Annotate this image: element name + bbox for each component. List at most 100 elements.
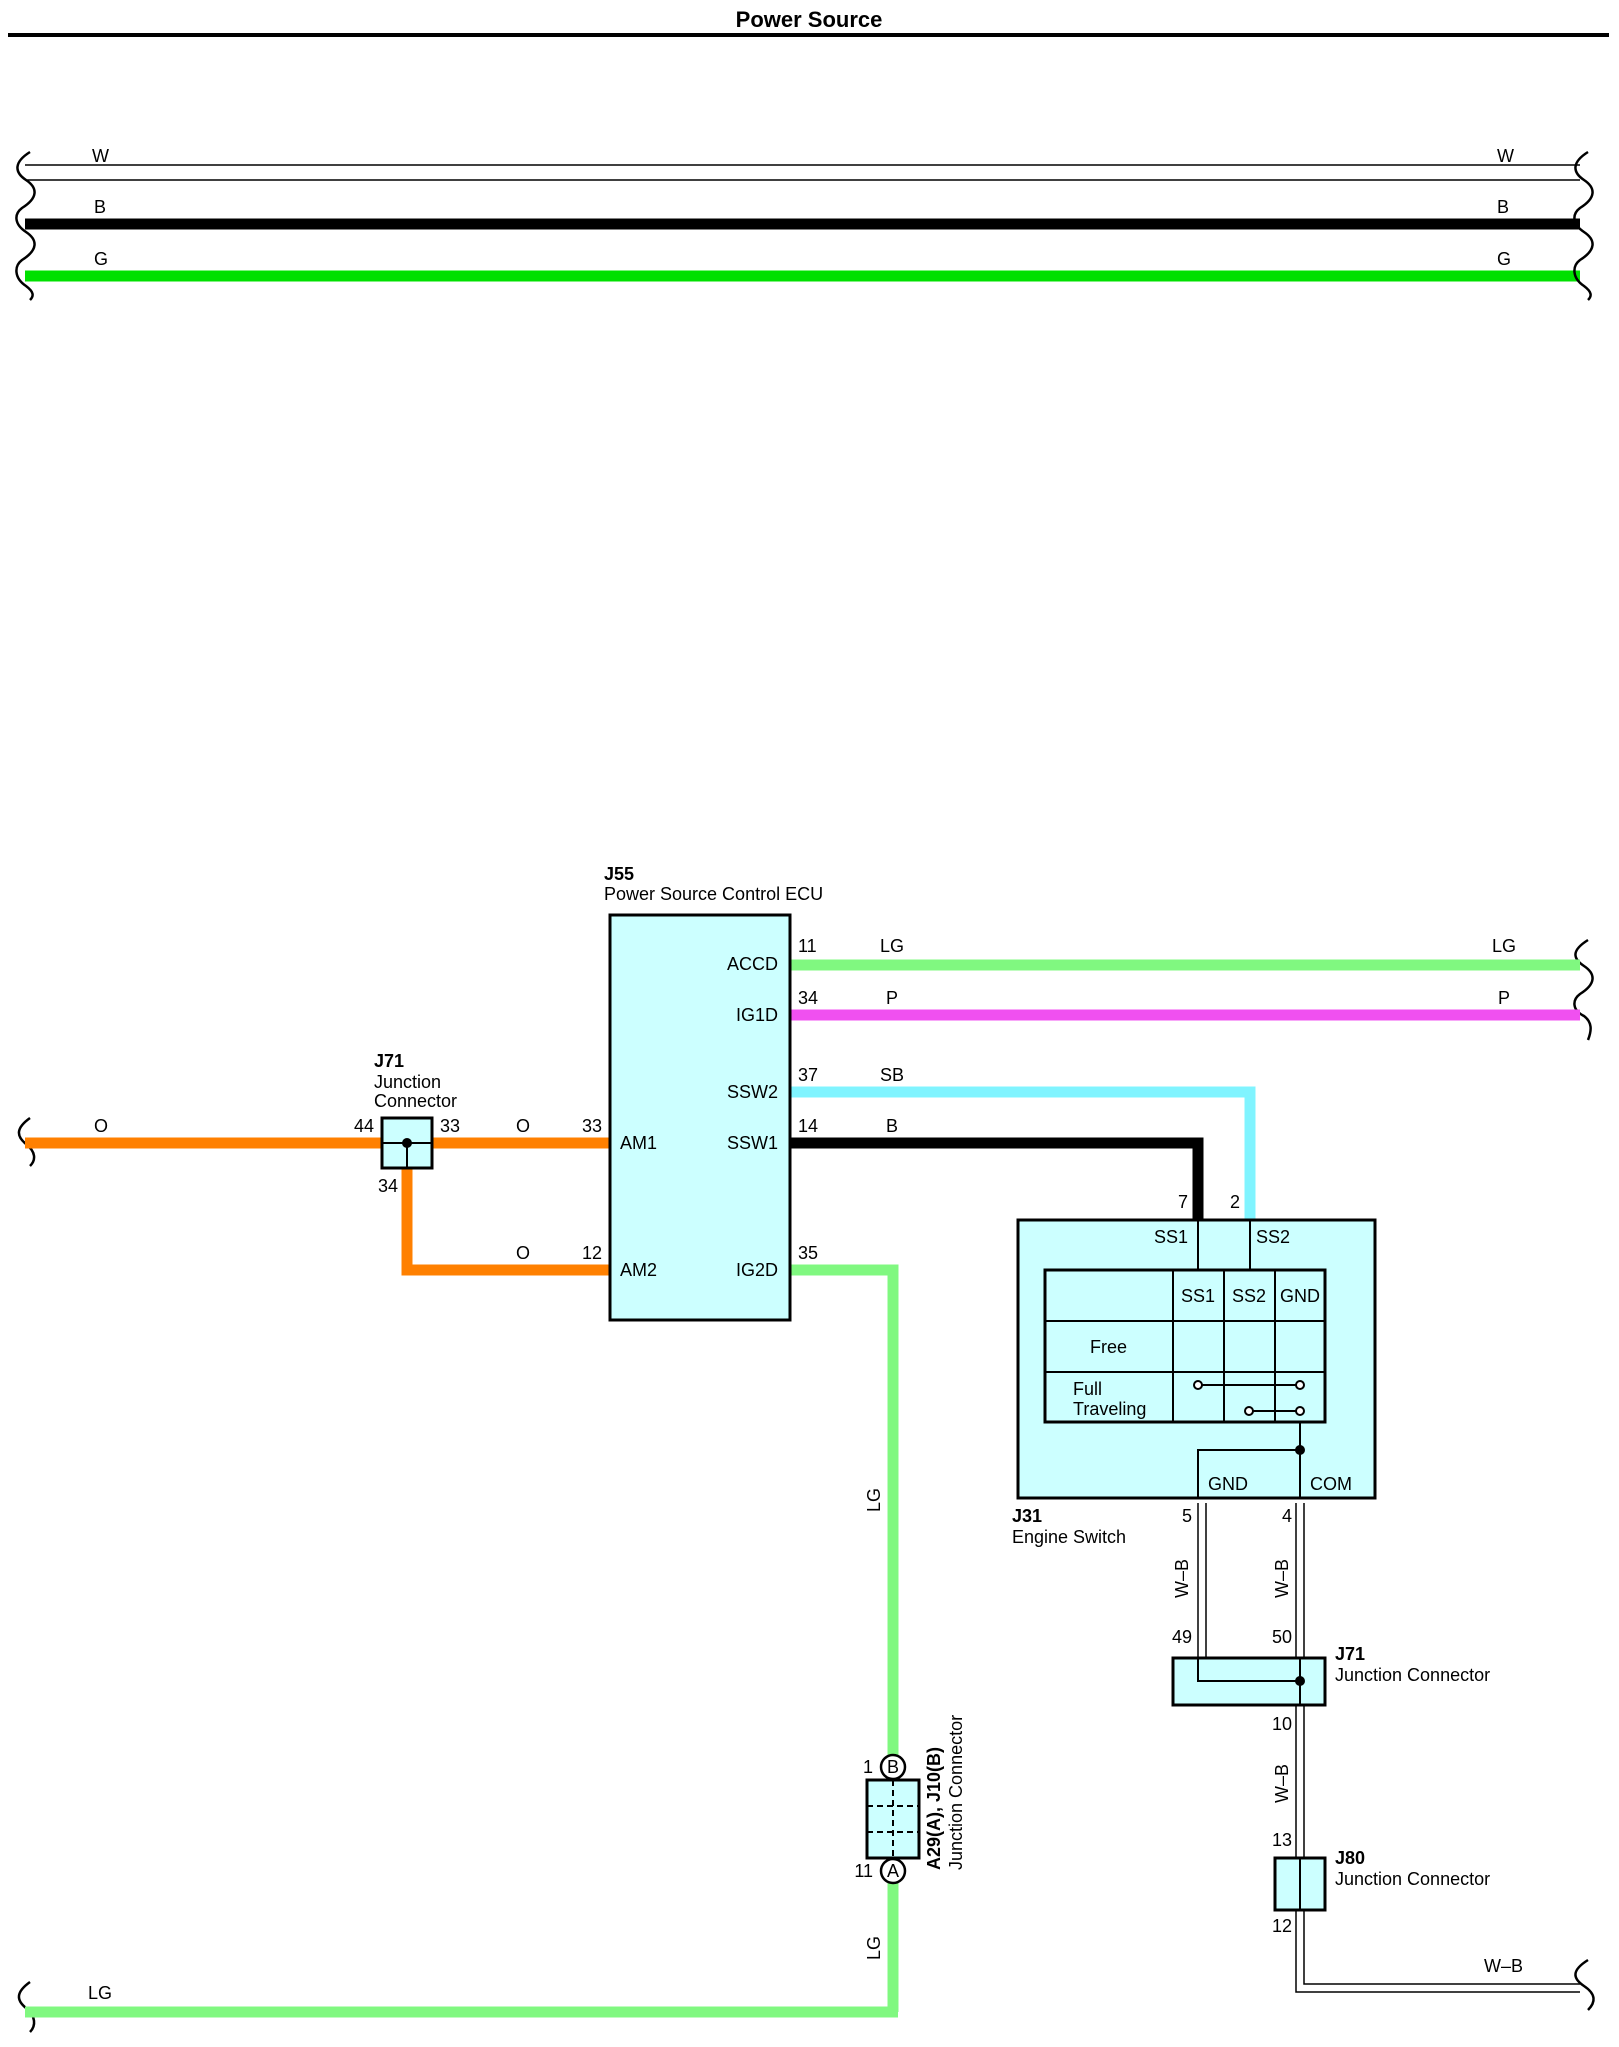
page-title: Power Source (736, 7, 883, 32)
ecu-pinnum-accd: 11 (798, 936, 817, 956)
j80-pin-out: 12 (1272, 1916, 1292, 1936)
wire-ssw2 (790, 1086, 1256, 1220)
top-wire-green-right-label: G (1497, 249, 1511, 269)
ecu-pinnum-ig2d: 35 (798, 1243, 818, 1263)
ecu-pin-accd: ACCD (727, 954, 778, 974)
j71-right-code: J71 (1335, 1644, 1365, 1664)
j80-pin-in: 13 (1272, 1830, 1292, 1850)
ecu-j55-box (608, 913, 792, 1322)
break-mark-right-accd (1573, 938, 1594, 1041)
wire-label-accd-left: LG (880, 936, 904, 956)
top-wire-white-left-label: W (92, 146, 109, 166)
wire-label-j71-wb: W–B (1272, 1764, 1292, 1803)
wire-label-lg-bottom: LG (88, 1983, 112, 2003)
engine-switch-row-full-1: Full (1073, 1379, 1102, 1399)
top-wire-black-right-label: B (1497, 197, 1509, 217)
engine-switch-pin-com: 4 (1282, 1506, 1292, 1526)
title-rule (8, 33, 1609, 37)
ecu-j55-name: Power Source Control ECU (604, 884, 823, 904)
a29-letter-top: B (887, 1757, 899, 1777)
j71-right-pin-a: 49 (1172, 1627, 1192, 1647)
a29-pin-top: 1 (863, 1757, 873, 1777)
ecu-pinnum-ssw1: 14 (798, 1116, 818, 1136)
wire-label-accd-right: LG (1492, 936, 1516, 956)
top-wire-black-left-label: B (94, 197, 106, 217)
wire-label-bottom-wb: W–B (1484, 1956, 1523, 1976)
top-wire-green-left-label: G (94, 249, 108, 269)
wire-label-ssw2: SB (880, 1065, 904, 1085)
wire-label-com-wb: W–B (1272, 1559, 1292, 1598)
engine-switch-continuity-ss1-gnd (1193, 1380, 1305, 1390)
engine-switch-name: Engine Switch (1012, 1527, 1126, 1547)
ecu-pin-ssw2: SSW2 (727, 1082, 778, 1102)
ecu-pin-ssw1: SSW1 (727, 1133, 778, 1153)
wire-orange-am2 (401, 1168, 610, 1276)
ecu-j55-code: J55 (604, 864, 634, 884)
break-mark-right-top (1573, 150, 1594, 301)
engine-switch-bottom-gnd: GND (1208, 1474, 1248, 1494)
j71-right-pin-b: 50 (1272, 1627, 1292, 1647)
wire-bottom-wb (1295, 1910, 1580, 1993)
wire-j71-j80-wb (1295, 1705, 1305, 1858)
j71-left-splice-dot (402, 1138, 412, 1148)
wire-label-gnd-wb: W–B (1172, 1559, 1192, 1598)
engine-switch-pin-gnd: 5 (1182, 1506, 1192, 1526)
top-wire-white (25, 164, 1580, 181)
j71-right-splice-dot (1295, 1676, 1305, 1686)
j80-name: Junction Connector (1335, 1869, 1490, 1889)
a29-pin-bottom: 11 (854, 1861, 873, 1881)
wire-label-ig1d-left: P (886, 988, 898, 1008)
engine-switch-header-gnd: GND (1280, 1286, 1320, 1306)
engine-switch-top-ss2: SS2 (1256, 1227, 1290, 1247)
ecu-pinnum-am2: 12 (582, 1243, 602, 1263)
engine-switch-pin-ss1: 7 (1178, 1192, 1188, 1212)
j71-left-code: J71 (374, 1051, 404, 1071)
ecu-pin-ig2d: IG2D (736, 1260, 778, 1280)
a29-internal-dashes (867, 1780, 919, 1858)
ecu-pin-am2: AM2 (620, 1260, 657, 1280)
wire-label-ig1d-right: P (1498, 988, 1510, 1008)
ecu-pinnum-am1: 33 (582, 1116, 602, 1136)
j71-left-name-1: Junction (374, 1072, 441, 1092)
engine-switch-row-free: Free (1090, 1337, 1127, 1357)
a29-name: Junction Connector (946, 1715, 966, 1870)
engine-switch-continuity-ss2-gnd (1244, 1406, 1305, 1416)
break-mark-right-wb (1574, 1958, 1595, 2011)
engine-switch-box (1016, 1218, 1377, 1500)
engine-switch-row-full-2: Traveling (1073, 1399, 1146, 1419)
top-wire-white-right-label: W (1497, 146, 1514, 166)
wire-gnd-wb (1197, 1503, 1207, 1658)
engine-switch-pin-ss2: 2 (1230, 1192, 1240, 1212)
wire-ig2d (790, 1264, 899, 1765)
wire-label-lg-upper: LG (864, 1488, 884, 1512)
ecu-pinnum-ig1d: 34 (798, 988, 818, 1008)
ecu-pinnum-ssw2: 37 (798, 1065, 818, 1085)
engine-switch-header-ss1: SS1 (1181, 1286, 1215, 1306)
wire-label-orange-am1: O (516, 1116, 530, 1136)
wire-label-ssw1: B (886, 1116, 898, 1136)
engine-switch-bottom-com: COM (1310, 1474, 1352, 1494)
a29-top-terminal (879, 1753, 907, 1781)
a29-letter-bottom: A (887, 1861, 899, 1881)
wire-label-orange-in: O (94, 1116, 108, 1136)
engine-switch-header-ss2: SS2 (1232, 1286, 1266, 1306)
wire-ssw1 (790, 1137, 1204, 1220)
ecu-pin-am1: AM1 (620, 1133, 657, 1153)
break-mark-left-top (15, 150, 36, 301)
j71-left-pin-in: 44 (354, 1116, 374, 1136)
wire-label-orange-am2: O (516, 1243, 530, 1263)
a29-bottom-terminal (879, 1857, 907, 1885)
wire-label-lg-lower: LG (864, 1936, 884, 1960)
j80-code: J80 (1335, 1848, 1365, 1868)
j71-right-pin-out: 10 (1272, 1714, 1292, 1734)
j71-left-pin-down: 34 (378, 1176, 398, 1196)
engine-switch-splice-dot (1295, 1445, 1305, 1455)
engine-switch-top-ss1: SS1 (1154, 1227, 1188, 1247)
ecu-pin-ig1d: IG1D (736, 1005, 778, 1025)
j71-left-name-2: Connector (374, 1091, 457, 1111)
a29-code: A29(A), J10(B) (924, 1747, 944, 1870)
engine-switch-table (1043, 1268, 1327, 1424)
j71-left-pin-out: 33 (440, 1116, 460, 1136)
j71-right-name: Junction Connector (1335, 1665, 1490, 1685)
